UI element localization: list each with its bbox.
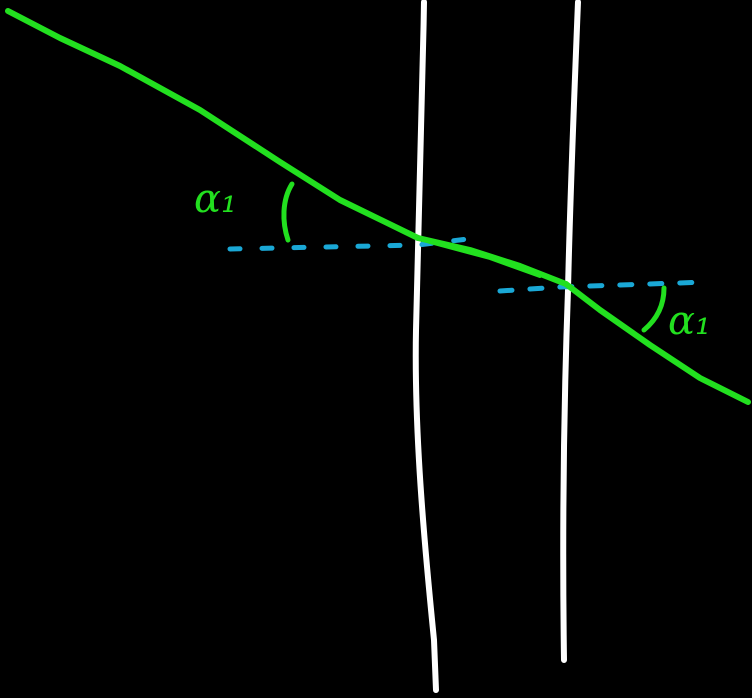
angle-arc-right [641, 285, 667, 333]
angle-arc-left [281, 181, 295, 243]
reference-line-left [227, 235, 479, 252]
emergent-ray [563, 281, 751, 405]
glass-boundary-left [412, 0, 439, 693]
refracted-ray-stroke [428, 240, 542, 278]
angle-label-right: α₁ [668, 298, 711, 344]
glass-boundary-right [560, 0, 581, 663]
reference-line-right [497, 279, 711, 294]
angle-label-left: α₁ [194, 176, 237, 222]
incident-ray [5, 8, 421, 241]
